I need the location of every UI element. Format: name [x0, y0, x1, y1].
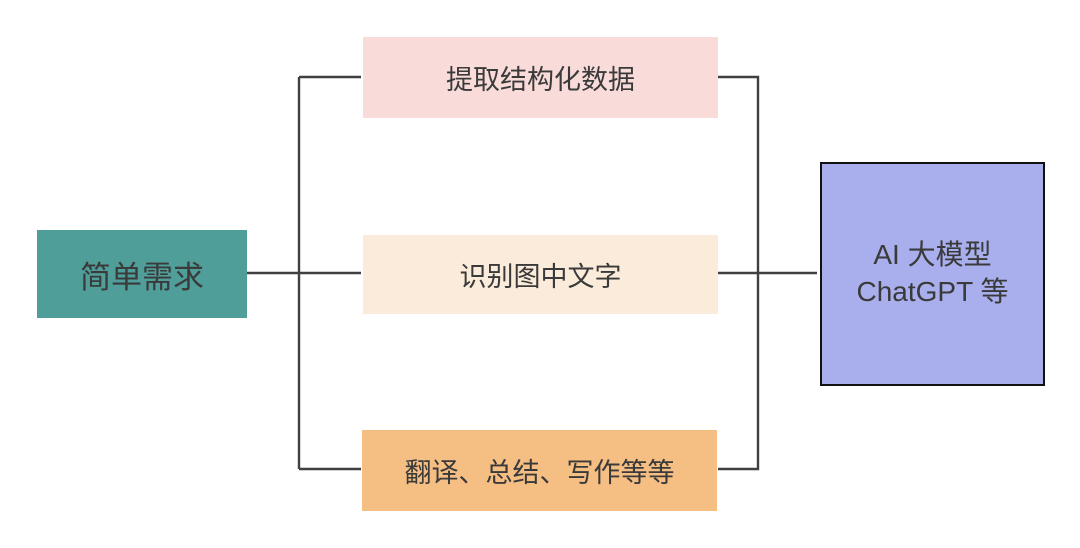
node-simple-request: 简单需求 [37, 230, 247, 318]
node-translate-summarize-write-label: 翻译、总结、写作等等 [404, 458, 675, 488]
node-simple-request-label: 简单需求 [80, 259, 204, 295]
node-extract-structured-data: 提取结构化数据 [363, 37, 718, 118]
node-recognize-image-text-label: 识别图中文字 [459, 262, 622, 292]
connector-merge-bracket [718, 75, 760, 471]
node-recognize-image-text: 识别图中文字 [363, 235, 718, 314]
node-ai-large-model-label: AI 大模型 ChatGPT 等 [857, 237, 1009, 311]
node-extract-structured-data-label: 提取结构化数据 [446, 65, 635, 95]
node-ai-large-model-label-line1: AI 大模型 [873, 239, 992, 271]
node-translate-summarize-write: 翻译、总结、写作等等 [362, 430, 717, 511]
node-ai-large-model: AI 大模型 ChatGPT 等 [820, 162, 1045, 386]
node-ai-large-model-label-line2: ChatGPT 等 [856, 276, 1009, 307]
